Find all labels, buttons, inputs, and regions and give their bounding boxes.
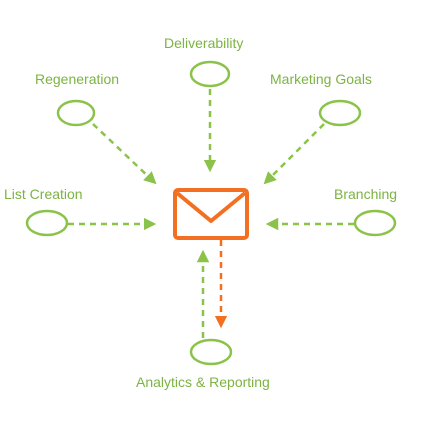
node-regeneration-circle xyxy=(56,99,96,127)
arrow-regeneration xyxy=(92,123,157,185)
label-marketing-goals: Marketing Goals xyxy=(270,71,372,87)
label-analytics-reporting: Analytics & Reporting xyxy=(136,374,270,390)
node-list-creation-circle xyxy=(25,209,69,237)
label-branching: Branching xyxy=(334,186,398,202)
label-regeneration: Regeneration xyxy=(35,71,120,87)
arrow-marketing-goals xyxy=(263,123,325,185)
node-marketing-goals-circle xyxy=(318,99,362,127)
node-deliverability-circle xyxy=(189,60,231,88)
node-branching-circle xyxy=(353,209,397,237)
node-analytics-reporting-circle xyxy=(189,338,233,366)
envelope-icon xyxy=(173,188,249,240)
label-list-creation: List Creation xyxy=(4,186,83,202)
label-deliverability: Deliverability xyxy=(164,35,244,51)
